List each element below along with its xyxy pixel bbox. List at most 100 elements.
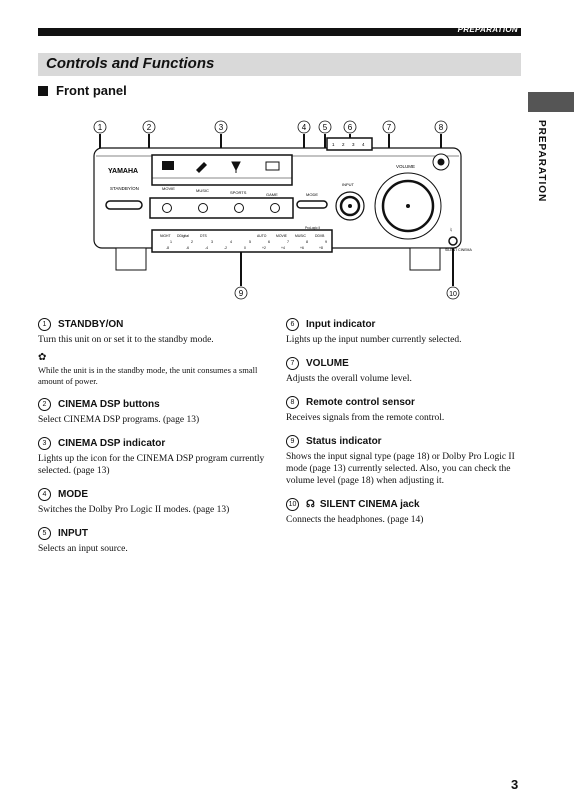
note-text: While the unit is in the standby mode, t…: [38, 365, 258, 386]
headphone-icon: ☊: [306, 499, 315, 510]
status-num-row: 1 2 3 4 5 6 7 8 9: [170, 240, 327, 244]
dsp-label-sports: SPORTS: [230, 190, 247, 195]
mode-label: MODE: [306, 192, 318, 197]
item-title: Status indicator: [306, 436, 382, 447]
svg-text:7: 7: [387, 123, 392, 132]
svg-text:5: 5: [249, 240, 251, 244]
svg-text:1: 1: [170, 240, 172, 244]
item-desc: Shows the input signal type (page 18) or…: [286, 452, 515, 486]
section-label: Front panel: [56, 83, 127, 98]
status-db-row: -8 -6 -4 -2 0 +2 +4 +6 +8: [166, 246, 323, 250]
callout-9: 9: [234, 286, 248, 300]
sports-icon: [231, 161, 241, 173]
headphone-icon: ♮: [450, 227, 452, 234]
mode-button: [296, 200, 328, 209]
svg-text:-2: -2: [224, 246, 227, 250]
item-silent-cinema: 10☊SILENT CINEMA jack Connects the headp…: [286, 498, 526, 526]
silent-cinema-jack: [448, 236, 458, 246]
item-desc: Selects an input source.: [38, 544, 128, 554]
volume-label: VOLUME: [396, 164, 415, 169]
svg-text:6: 6: [268, 240, 270, 244]
game-icon: [265, 161, 280, 171]
input-indicator: [326, 137, 373, 151]
prologic-label: ProLogic II: [305, 226, 320, 230]
svg-text:7: 7: [287, 240, 289, 244]
item-desc: Connects the headphones. (page 14): [286, 515, 424, 525]
svg-text:4: 4: [230, 240, 232, 244]
callout-8: 8: [434, 120, 448, 134]
svg-text:+2: +2: [262, 246, 266, 250]
svg-text:-8: -8: [166, 246, 169, 250]
svg-text:4: 4: [302, 123, 307, 132]
status-indicator: [151, 229, 333, 253]
callout-6: 6: [343, 120, 357, 134]
svg-text:+4: +4: [281, 246, 285, 250]
side-tab: [528, 92, 574, 112]
section-heading: Front panel: [38, 83, 127, 98]
svg-text:-4: -4: [205, 246, 208, 250]
header-bar: [38, 28, 521, 36]
jack-label: SILENT CINEMA: [445, 248, 472, 252]
item-desc: Adjusts the overall volume level.: [286, 374, 412, 384]
svg-text:3: 3: [219, 123, 224, 132]
callout-5: 5: [318, 120, 332, 134]
note-icon: ✿: [38, 352, 47, 363]
standby-label: STANDBY/ON: [110, 186, 139, 191]
brand-label: YAMAHA: [108, 168, 138, 175]
item-title: INPUT: [58, 528, 88, 539]
item-title: Remote control sensor: [306, 397, 415, 408]
dsp-label-music: MUSIC: [196, 188, 209, 193]
dsp-label-game: GAME: [266, 192, 278, 197]
svg-text:3: 3: [352, 142, 355, 147]
callout-4: 4: [297, 120, 311, 134]
side-tab-label: PREPARATION: [536, 120, 547, 203]
page-title: Controls and Functions: [46, 55, 215, 72]
callout-1: 1: [93, 120, 107, 134]
svg-text:+6: +6: [300, 246, 304, 250]
svg-text:2: 2: [147, 123, 152, 132]
svg-text:9: 9: [239, 289, 244, 298]
svg-text:1: 1: [332, 142, 335, 147]
item-title: Input indicator: [306, 319, 376, 330]
svg-text:AUTO: AUTO: [257, 234, 267, 238]
svg-text:DTS: DTS: [200, 234, 208, 238]
music-icon: [196, 162, 207, 173]
svg-text:1: 1: [98, 123, 103, 132]
square-bullet-icon: [38, 86, 48, 96]
page-number: 3: [511, 777, 519, 792]
item-title: CINEMA DSP buttons: [58, 399, 160, 410]
item-title: MODE: [58, 489, 88, 500]
item-desc: Turn this unit on or set it to the stand…: [38, 335, 214, 345]
item-title: VOLUME: [306, 358, 349, 369]
callout-10: 10: [446, 286, 460, 300]
standby-button: [105, 200, 143, 210]
front-panel-diagram: 1 2 3 4 5 6 7 8 9 10 YAMAHA STANDBY/ON M…: [93, 120, 472, 300]
dsp-label-movie: MOVIE: [162, 186, 175, 191]
svg-text:DDVB: DDVB: [315, 234, 325, 238]
callout-7: 7: [382, 120, 396, 134]
item-desc: Receives signals from the remote control…: [286, 413, 445, 423]
svg-text:10: 10: [449, 291, 457, 298]
item-title: STANDBY/ON: [58, 319, 124, 330]
svg-text:3: 3: [211, 240, 213, 244]
callout-2: 2: [142, 120, 156, 134]
svg-text:DDigital: DDigital: [177, 234, 189, 238]
svg-text:+8: +8: [319, 246, 323, 250]
title-band: [38, 53, 521, 76]
item-title: CINEMA DSP indicator: [58, 438, 166, 449]
svg-text:8: 8: [439, 123, 444, 132]
svg-text:2: 2: [191, 240, 193, 244]
svg-text:9: 9: [325, 240, 327, 244]
svg-text:8: 8: [306, 240, 308, 244]
item-desc: Lights up the icon for the CINEMA DSP pr…: [38, 454, 265, 476]
